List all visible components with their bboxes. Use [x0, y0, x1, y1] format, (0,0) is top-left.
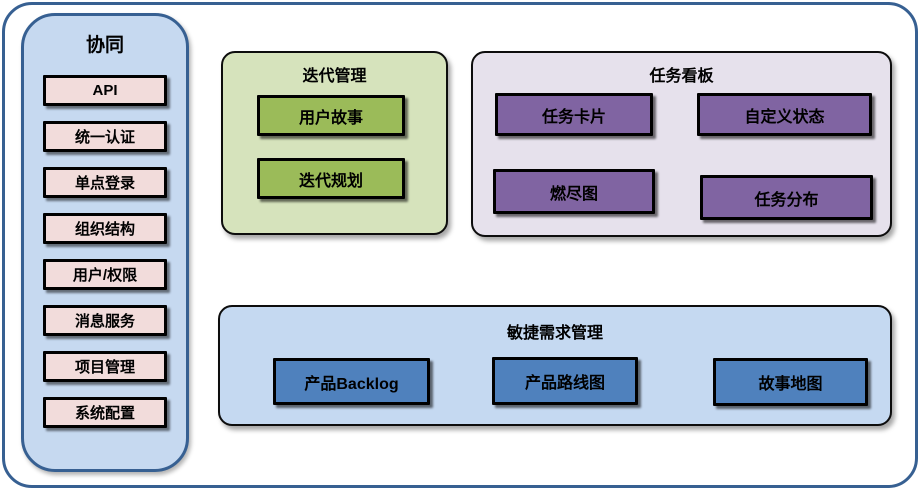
group-task-board: 任务看板 任务卡片 自定义状态 燃尽图 任务分布: [471, 51, 892, 237]
sidebar-item-message-service: 消息服务: [43, 305, 167, 336]
group-agile-requirements: 敏捷需求管理 产品Backlog 产品路线图 故事地图: [218, 305, 892, 426]
collaboration-panel: 协同 API 统一认证 单点登录 组织结构 用户/权限 消息服务 项目管理 系统…: [21, 13, 189, 472]
item-burndown-chart: 燃尽图: [493, 169, 655, 214]
group-task-board-title: 任务看板: [649, 68, 714, 85]
item-product-roadmap: 产品路线图: [492, 357, 638, 405]
group-agile-requirements-title: 敏捷需求管理: [506, 325, 603, 342]
group-iteration-management: 迭代管理 用户故事 迭代规划: [221, 51, 448, 235]
item-user-story: 用户故事: [257, 95, 405, 136]
item-task-card: 任务卡片: [495, 93, 653, 136]
sidebar-item-sso: 单点登录: [43, 167, 167, 198]
sidebar-item-unified-auth: 统一认证: [43, 121, 167, 152]
item-task-distribution: 任务分布: [700, 175, 873, 220]
item-iteration-planning: 迭代规划: [257, 158, 405, 199]
item-story-map: 故事地图: [713, 358, 868, 406]
item-product-backlog: 产品Backlog: [273, 358, 430, 405]
sidebar-item-api: API: [43, 75, 167, 106]
item-custom-status: 自定义状态: [697, 93, 872, 136]
sidebar-item-system-config: 系统配置: [43, 397, 167, 428]
collaboration-panel-title: 协同: [85, 35, 124, 56]
sidebar-item-org-structure: 组织结构: [43, 213, 167, 244]
sidebar-item-user-permissions: 用户/权限: [43, 259, 167, 290]
collaboration-items: API 统一认证 单点登录 组织结构 用户/权限 消息服务 项目管理 系统配置: [43, 75, 167, 428]
sidebar-item-project-management: 项目管理: [43, 351, 167, 382]
group-iteration-title: 迭代管理: [302, 68, 367, 85]
